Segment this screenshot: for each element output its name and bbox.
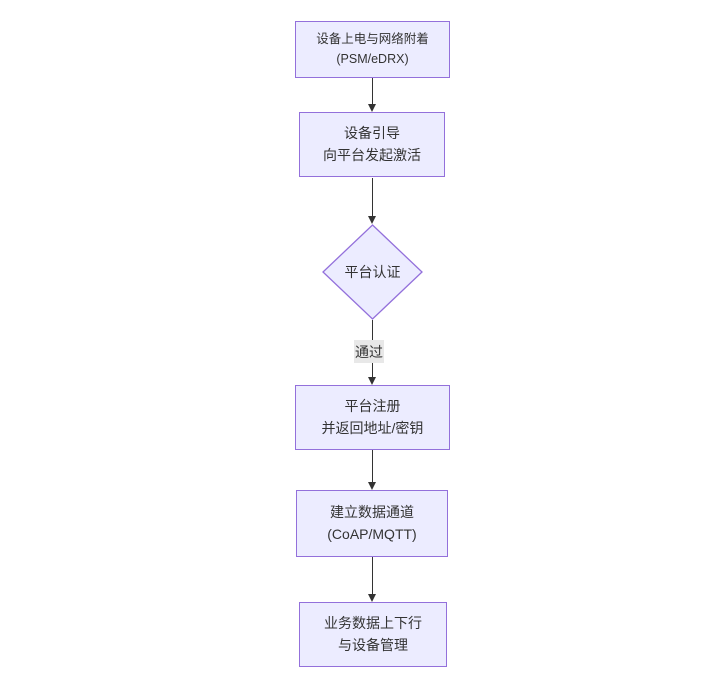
arrowhead-icon xyxy=(368,216,376,224)
node-bootstrap-activate: 设备引导 向平台发起激活 xyxy=(299,112,445,177)
arrowhead-icon xyxy=(368,594,376,602)
arrowhead-icon xyxy=(368,104,376,112)
node-text-line: 平台注册 xyxy=(344,397,401,414)
node-text-line: 业务数据上下行 xyxy=(324,614,422,631)
node-text-line: 设备引导 xyxy=(344,124,400,141)
edge-line-4 xyxy=(372,450,373,482)
node-power-on-attach: 设备上电与网络附着 (PSM/eDRX) xyxy=(295,21,450,78)
node-text-line: 平台认证 xyxy=(344,264,401,280)
node-platform-auth-decision: 平台认证 xyxy=(322,224,423,320)
edge-label-text: 通过 xyxy=(355,343,383,360)
edge-line-5 xyxy=(372,557,373,594)
node-text-line: 设备上电与网络附着 xyxy=(316,32,429,47)
arrowhead-icon xyxy=(368,377,376,385)
node-business-data: 业务数据上下行 与设备管理 xyxy=(299,602,447,667)
node-platform-register: 平台注册 并返回地址/密钥 xyxy=(295,385,450,450)
node-text-line: 向平台发起激活 xyxy=(323,146,421,163)
node-text-line: (PSM/eDRX) xyxy=(336,51,409,66)
edge-line-2 xyxy=(372,178,373,216)
node-text-line: (CoAP/MQTT) xyxy=(327,525,417,542)
arrowhead-icon xyxy=(368,482,376,490)
node-text-line: 并返回地址/密钥 xyxy=(321,419,424,436)
diamond-shape-icon xyxy=(322,224,423,320)
node-data-channel: 建立数据通道 (CoAP/MQTT) xyxy=(296,490,448,557)
edge-label-pass: 通过 xyxy=(354,340,384,363)
node-text-line: 与设备管理 xyxy=(338,636,408,653)
edge-line-1 xyxy=(372,78,373,104)
node-text-line: 建立数据通道 xyxy=(330,503,414,520)
